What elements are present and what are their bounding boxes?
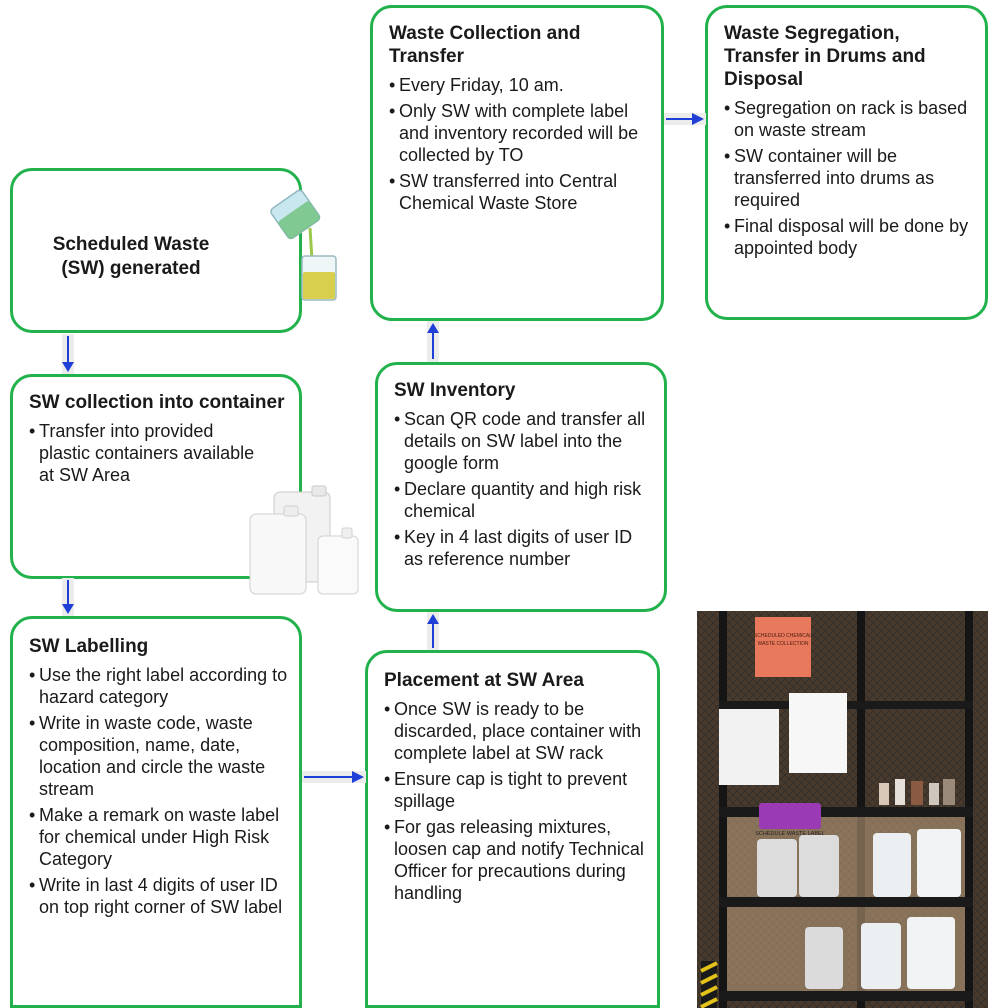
pouring-flask <box>270 189 321 240</box>
list-item: Transfer into provided plastic container… <box>29 420 259 486</box>
list-item: Make a remark on waste label for chemica… <box>29 804 291 870</box>
step-collection-list: Transfer into provided plastic container… <box>29 420 259 486</box>
list-item: Use the right label according to hazard … <box>29 664 291 708</box>
step-transfer-box: Waste Collection and Transfer Every Frid… <box>370 5 664 321</box>
rack-sign-text: SCHEDULED CHEMICAL <box>754 633 812 639</box>
list-item: Write in waste code, waste composition, … <box>29 712 291 800</box>
list-item: Scan QR code and transfer all details on… <box>394 408 656 474</box>
list-item: Declare quantity and high risk chemical <box>394 478 656 522</box>
arrow-down-2 <box>62 578 74 616</box>
step-disposal-list: Segregation on rack is based on waste st… <box>724 97 982 259</box>
beaker-pouring-illustration <box>270 189 337 301</box>
step-collection-title: SW collection into container <box>29 392 285 413</box>
step-placement-title: Placement at SW Area <box>384 670 584 691</box>
step-inventory-list: Scan QR code and transfer all details on… <box>394 408 656 570</box>
plastic-containers-illustration <box>249 485 359 595</box>
list-item: Only SW with complete label and inventor… <box>389 100 651 166</box>
svg-text:WASTE COLLECTION: WASTE COLLECTION <box>758 641 809 647</box>
list-item: Every Friday, 10 am. <box>389 74 651 96</box>
step-labelling-box: SW Labelling Use the right label accordi… <box>10 616 302 1008</box>
arrow-right-2 <box>664 113 706 125</box>
step-placement-box: Placement at SW Area Once SW is ready to… <box>365 650 660 1008</box>
step-inventory-title: SW Inventory <box>394 380 516 401</box>
arrow-up-2 <box>427 321 439 362</box>
list-item: Write in last 4 digits of user ID on top… <box>29 874 291 918</box>
step-generated-title: Scheduled Waste (SW) generated <box>52 234 210 279</box>
list-item: Once SW is ready to be discarded, place … <box>384 698 646 764</box>
list-item: SW transferred into Central Chemical Was… <box>389 170 651 214</box>
list-item: Key in 4 last digits of user ID as refer… <box>394 526 656 570</box>
step-disposal-box: Waste Segregation, Transfer in Drums and… <box>705 5 988 320</box>
list-item: For gas releasing mixtures, loosen cap a… <box>384 816 646 904</box>
list-item: SW container will be transferred into dr… <box>724 145 982 211</box>
step-transfer-list: Every Friday, 10 am. Only SW with comple… <box>389 74 651 214</box>
step-disposal-title: Waste Segregation, Transfer in Drums and… <box>724 23 926 90</box>
step-transfer-title: Waste Collection and Transfer <box>389 23 581 67</box>
step-generated-box: Scheduled Waste (SW) generated <box>10 168 302 333</box>
arrow-down-1 <box>62 334 74 374</box>
basket-label-text: SCHEDULE WASTE LABEL <box>755 831 824 837</box>
step-inventory-box: SW Inventory Scan QR code and transfer a… <box>375 362 667 612</box>
step-labelling-title: SW Labelling <box>29 636 149 657</box>
arrow-up-1 <box>427 612 439 650</box>
step-labelling-list: Use the right label according to hazard … <box>29 664 291 918</box>
list-item: Ensure cap is tight to prevent spillage <box>384 768 646 812</box>
waste-rack-photo: SCHEDULED CHEMICAL WASTE COLLECTION SCHE… <box>697 611 988 1008</box>
waste-rack-drawing: SCHEDULED CHEMICAL WASTE COLLECTION SCHE… <box>697 611 988 1008</box>
list-item: Segregation on rack is based on waste st… <box>724 97 982 141</box>
arrow-right-1 <box>302 771 366 783</box>
list-item: Final disposal will be done by appointed… <box>724 215 982 259</box>
step-placement-list: Once SW is ready to be discarded, place … <box>384 698 646 904</box>
